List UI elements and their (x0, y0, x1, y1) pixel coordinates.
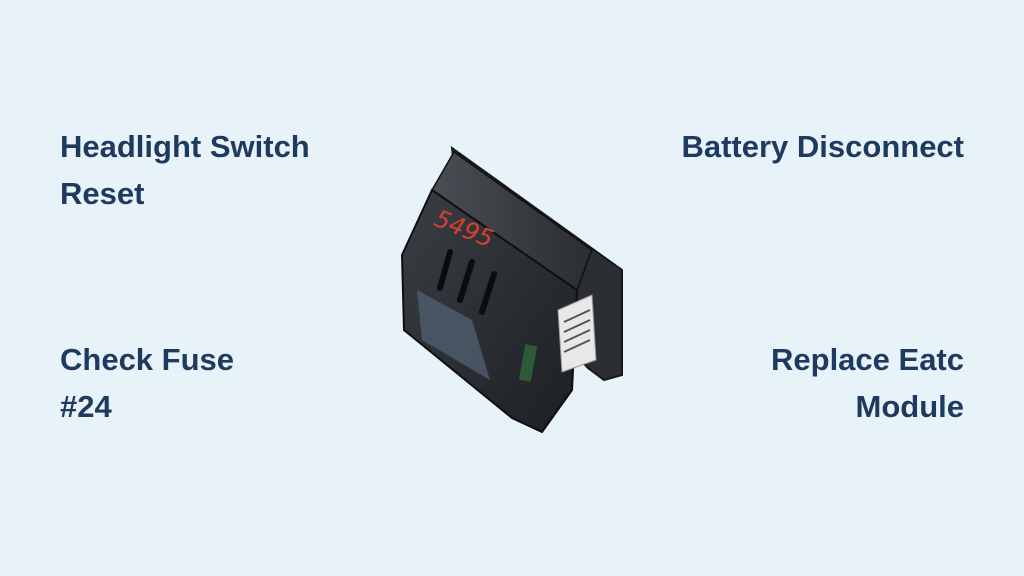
module-ridge (457, 259, 475, 303)
module-barcode-line (563, 319, 591, 333)
option-text-line: Headlight Switch (60, 129, 310, 164)
module-barcode-line (563, 329, 591, 343)
option-text-line: Check Fuse (60, 342, 235, 377)
module-barcode-label (557, 294, 597, 373)
option-text-line: Battery Disconnect (681, 129, 964, 164)
option-check-fuse: Check Fuse #24 (60, 336, 234, 430)
eatc-module-image: 5495 (392, 140, 632, 440)
eatc-module-illustration: 5495 (400, 145, 623, 434)
option-text-line: Replace Eatc (771, 342, 964, 377)
module-ridge (479, 271, 497, 315)
module-circuit-board (518, 344, 538, 382)
option-headlight-switch-reset: Headlight Switch Reset (60, 123, 310, 217)
option-text-line: Module (855, 389, 965, 424)
option-text-line: Reset (60, 176, 145, 211)
module-body-shape (400, 188, 579, 434)
option-battery-disconnect: Battery Disconnect (681, 123, 964, 170)
module-side-panel (417, 290, 490, 380)
option-replace-eatc-module: Replace Eatc Module (771, 336, 964, 430)
module-ridge (437, 249, 453, 291)
option-text-line: #24 (60, 389, 112, 424)
module-barcode-line (563, 309, 591, 323)
module-barcode-line (563, 339, 591, 353)
